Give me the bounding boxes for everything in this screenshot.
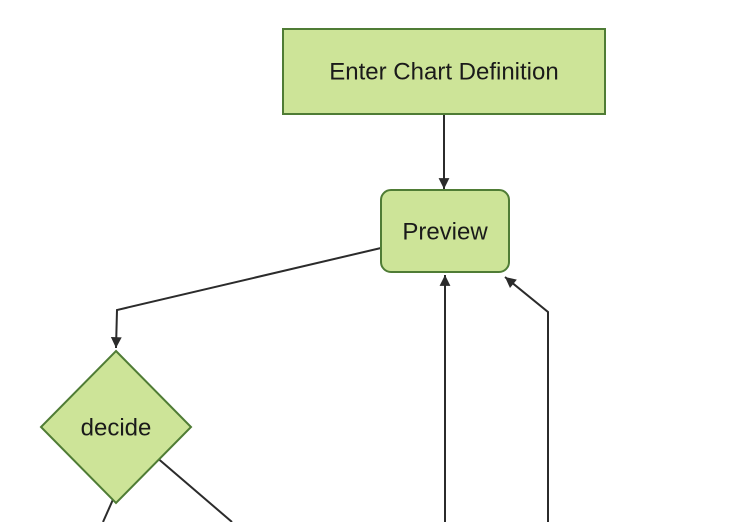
preview-label: Preview <box>402 219 488 246</box>
node-decide: decide <box>39 349 193 505</box>
edge-decide-exit-bottom-right <box>147 449 233 522</box>
edge-preview-to-decide <box>110 247 382 349</box>
node-preview: Preview <box>380 189 510 273</box>
decide-label: decide <box>81 415 152 442</box>
enter-chart-definition-box <box>282 28 606 115</box>
enter-chart-definition-label: Enter Chart Definition <box>329 59 558 86</box>
node-enter-chart-definition: Enter Chart Definition <box>282 28 606 115</box>
edge-bottom-right-to-preview <box>504 276 549 522</box>
decide-diamond <box>39 349 193 505</box>
preview-box <box>380 189 510 273</box>
